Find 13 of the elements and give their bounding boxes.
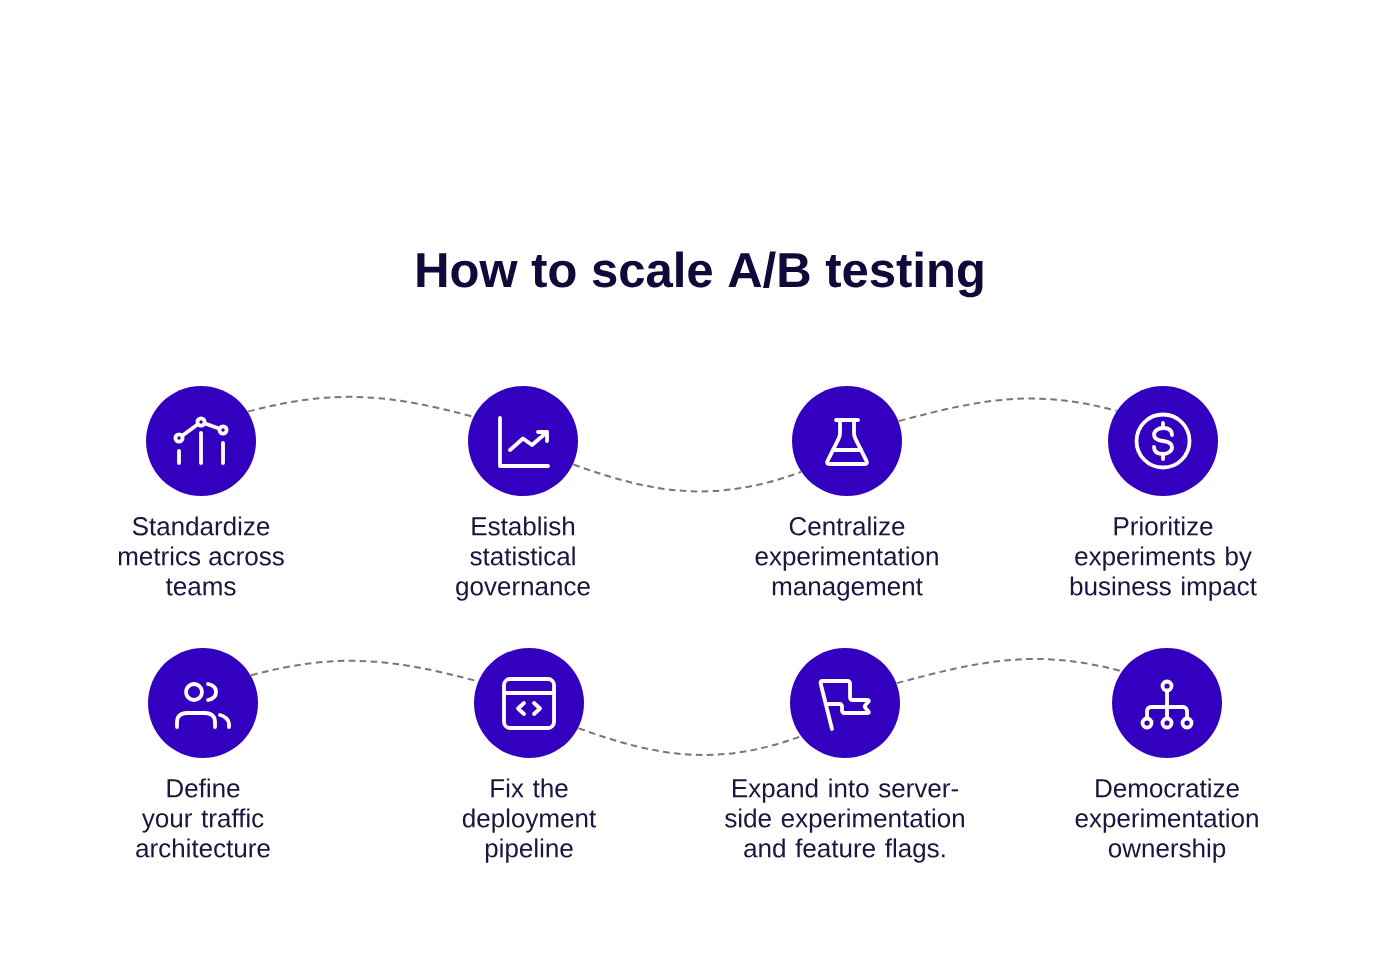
- step-label: Centralize experimentation management: [755, 516, 938, 601]
- dashed-connector: [572, 463, 803, 493]
- step-label: Fix the deployment pipeline: [462, 778, 596, 863]
- step-label: Prioritize experiments by business impact: [1070, 516, 1257, 601]
- dashed-connector: [895, 658, 1123, 685]
- dashed-connector: [897, 397, 1118, 423]
- title: How to scale A/B testing: [417, 251, 983, 298]
- step-label: Standardize metrics across teams: [118, 516, 284, 596]
- dashed-connector: [577, 727, 802, 756]
- step-label: Define your traffic architecture: [136, 778, 270, 858]
- step-label: Democratize experimentation ownership: [1075, 778, 1258, 863]
- step-label: Establish statistical governance: [456, 516, 590, 601]
- step-label: Expand into server-side experimentation and feature flags.: [725, 778, 964, 863]
